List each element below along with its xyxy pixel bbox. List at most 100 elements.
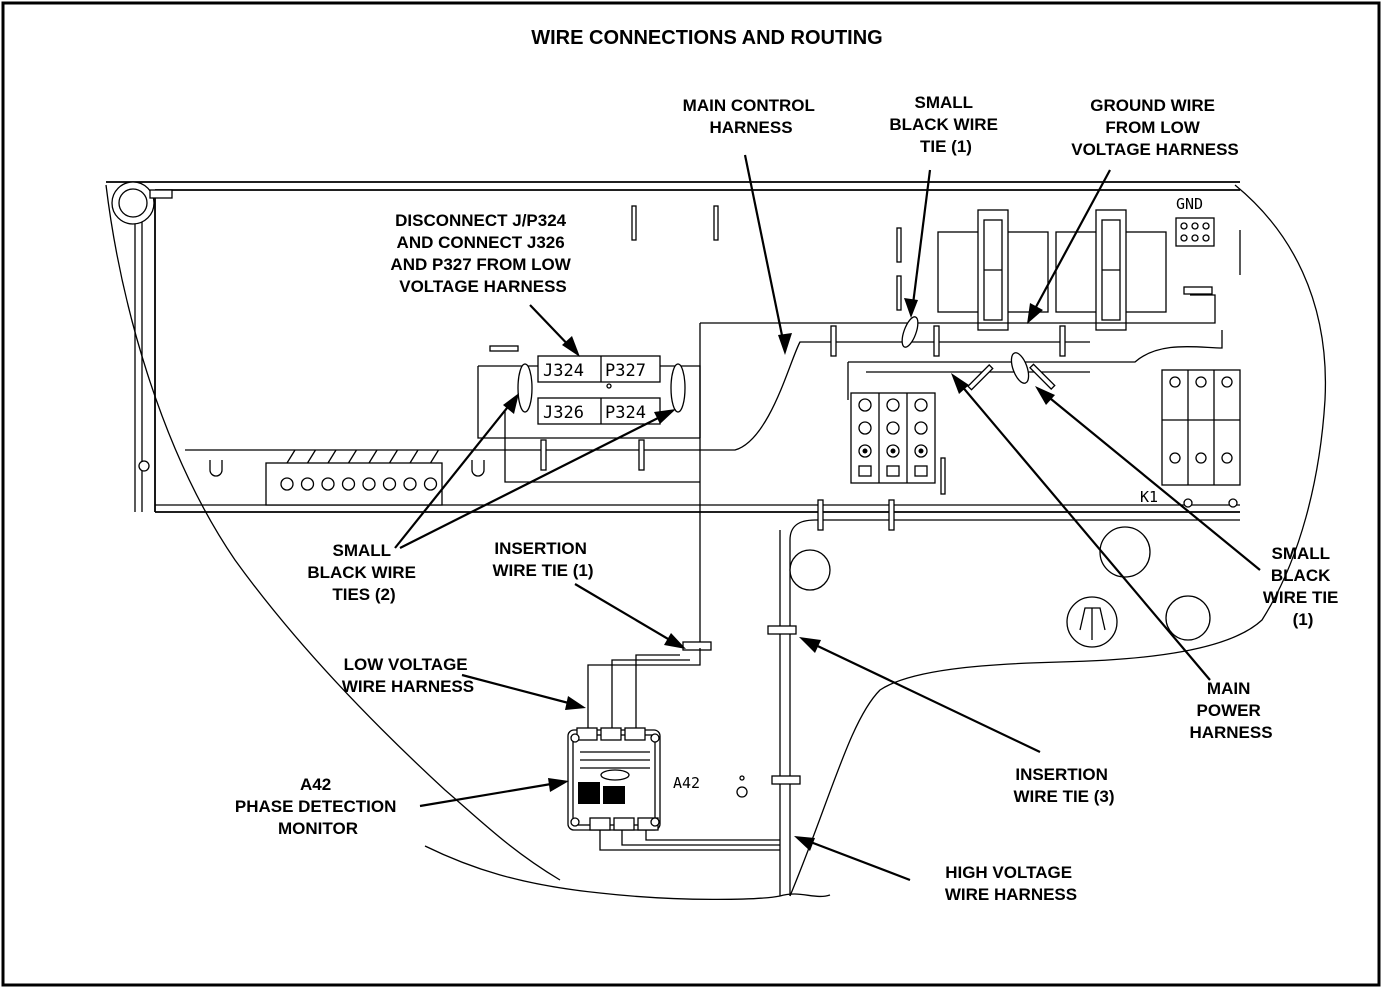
- lv-wire: [611, 659, 690, 730]
- connector-p327: P327: [605, 361, 646, 381]
- callout-line: FROM LOW: [1105, 118, 1200, 137]
- knockout: [1099, 526, 1151, 578]
- a42-label: A42: [673, 774, 700, 792]
- lv-wire: [587, 648, 701, 730]
- callout-line: HARNESS: [1189, 723, 1272, 742]
- terminal-screw: [403, 477, 417, 491]
- screw: [736, 786, 748, 798]
- tie-mount: [1059, 325, 1066, 357]
- hv-wire: [599, 826, 780, 851]
- callout-line: HIGH VOLTAGE: [945, 863, 1072, 882]
- hinge-inner: [118, 188, 148, 218]
- callout-line: VOLTAGE HARNESS: [399, 277, 567, 296]
- connector-block: [477, 355, 701, 483]
- diagram-title: WIRE CONNECTIONS AND ROUTING: [531, 27, 882, 49]
- panel-screw: [138, 460, 150, 472]
- callout-line: HARNESS: [709, 118, 792, 137]
- slot: [713, 205, 719, 241]
- knockout: [1165, 595, 1211, 641]
- ground-screw: [1183, 286, 1213, 295]
- callout-small-black-wire-tie-right: SMALL BLACK WIRE TIE (1): [1263, 544, 1343, 629]
- callout-line: GROUND WIRE: [1090, 96, 1215, 115]
- tie-mount: [1029, 363, 1056, 390]
- transformer-left: [937, 209, 1049, 331]
- hinge-pin: [149, 189, 173, 199]
- terminal-wire: [388, 449, 399, 464]
- cutaway-bottom: [424, 845, 831, 901]
- callout-line: WIRE TIE (3): [1013, 787, 1114, 806]
- k1-label: K1: [1140, 488, 1158, 506]
- callout-line: WIRE TIE (1): [492, 561, 593, 580]
- high-voltage-route: [789, 519, 1240, 896]
- leader-lines: [394, 154, 1261, 882]
- u-clip: [209, 460, 223, 477]
- callout-line: POWER: [1197, 701, 1261, 720]
- callout-line: BLACK WIRE: [889, 115, 998, 134]
- callout-line: MAIN: [1207, 679, 1250, 698]
- terminal-screw: [382, 477, 397, 491]
- callout-main-power-harness: MAIN POWER HARNESS: [1189, 679, 1272, 742]
- wire-tie-top: [901, 316, 919, 348]
- tie-mount: [817, 499, 824, 531]
- u-clip: [471, 460, 485, 477]
- slot: [896, 227, 902, 263]
- tie-mount: [540, 439, 547, 471]
- hv-wire: [645, 826, 780, 841]
- terminal-wire: [306, 449, 317, 464]
- screw: [1183, 498, 1193, 508]
- callout-line: SMALL: [915, 93, 973, 112]
- callout-line: TIE (1): [920, 137, 972, 156]
- main-control-harness: [185, 341, 1090, 451]
- callout-small-black-wire-tie-top: SMALL BLACK WIRE TIE (1): [889, 93, 1002, 156]
- terminal-wire: [286, 449, 296, 464]
- callout-line: WIRE HARNESS: [342, 677, 474, 696]
- lv-wire: [635, 654, 680, 730]
- main-power-trunk: [848, 330, 1223, 363]
- callout-line: BLACK WIRE: [307, 563, 416, 582]
- wire-tie-right-harness: [1010, 352, 1030, 384]
- tie-mount: [638, 439, 645, 471]
- terminal-screw: [362, 477, 376, 491]
- terminal-wire: [368, 449, 378, 464]
- slot: [940, 457, 946, 495]
- callout-line: SMALL: [1272, 544, 1330, 563]
- callout-line: VOLTAGE HARNESS: [1071, 140, 1239, 159]
- terminal-wire: [327, 449, 337, 464]
- callout-insertion-wire-tie-3: INSERTION WIRE TIE (3): [1013, 765, 1114, 806]
- transformer-right: [1055, 209, 1167, 331]
- terminal-wire: [429, 449, 440, 464]
- a42-module: [567, 727, 661, 831]
- callout-line: INSERTION: [494, 539, 587, 558]
- main-control-harness-2: [700, 294, 1216, 324]
- insertion-tie-3b: [771, 775, 801, 785]
- tie-mount: [830, 325, 837, 357]
- terminal-screw: [280, 477, 294, 491]
- cutaway-outline: [105, 184, 561, 881]
- knockout-large: [1066, 596, 1118, 648]
- callout-high-voltage-wire-harness: HIGH VOLTAGE WIRE HARNESS: [945, 863, 1077, 904]
- terminal-screw: [321, 477, 335, 491]
- terminal-screw: [300, 477, 315, 491]
- insertion-tie-3a: [767, 625, 797, 635]
- callout-small-black-wire-ties-2: SMALL BLACK WIRE TIES (2): [307, 541, 420, 604]
- callout-line: A42: [300, 775, 331, 794]
- terminal-strip: [265, 449, 443, 506]
- terminal-wire: [409, 449, 419, 464]
- tie-mount: [933, 325, 940, 357]
- main-power-block: [850, 392, 936, 484]
- gnd-terminal: [1175, 217, 1215, 247]
- callout-a42-monitor: A42 PHASE DETECTION MONITOR: [235, 775, 401, 838]
- slot: [631, 205, 637, 241]
- callout-line: (1): [1293, 610, 1314, 629]
- callout-line: AND CONNECT J326: [397, 233, 565, 252]
- callout-insertion-wire-tie-1: INSERTION WIRE TIE (1): [492, 539, 593, 580]
- screw: [1228, 498, 1238, 508]
- callout-line: MONITOR: [278, 819, 358, 838]
- gnd-label: GND: [1176, 195, 1203, 213]
- callout-line: TIES (2): [332, 585, 395, 604]
- slot: [489, 345, 519, 352]
- connector-p324: P324: [605, 403, 646, 423]
